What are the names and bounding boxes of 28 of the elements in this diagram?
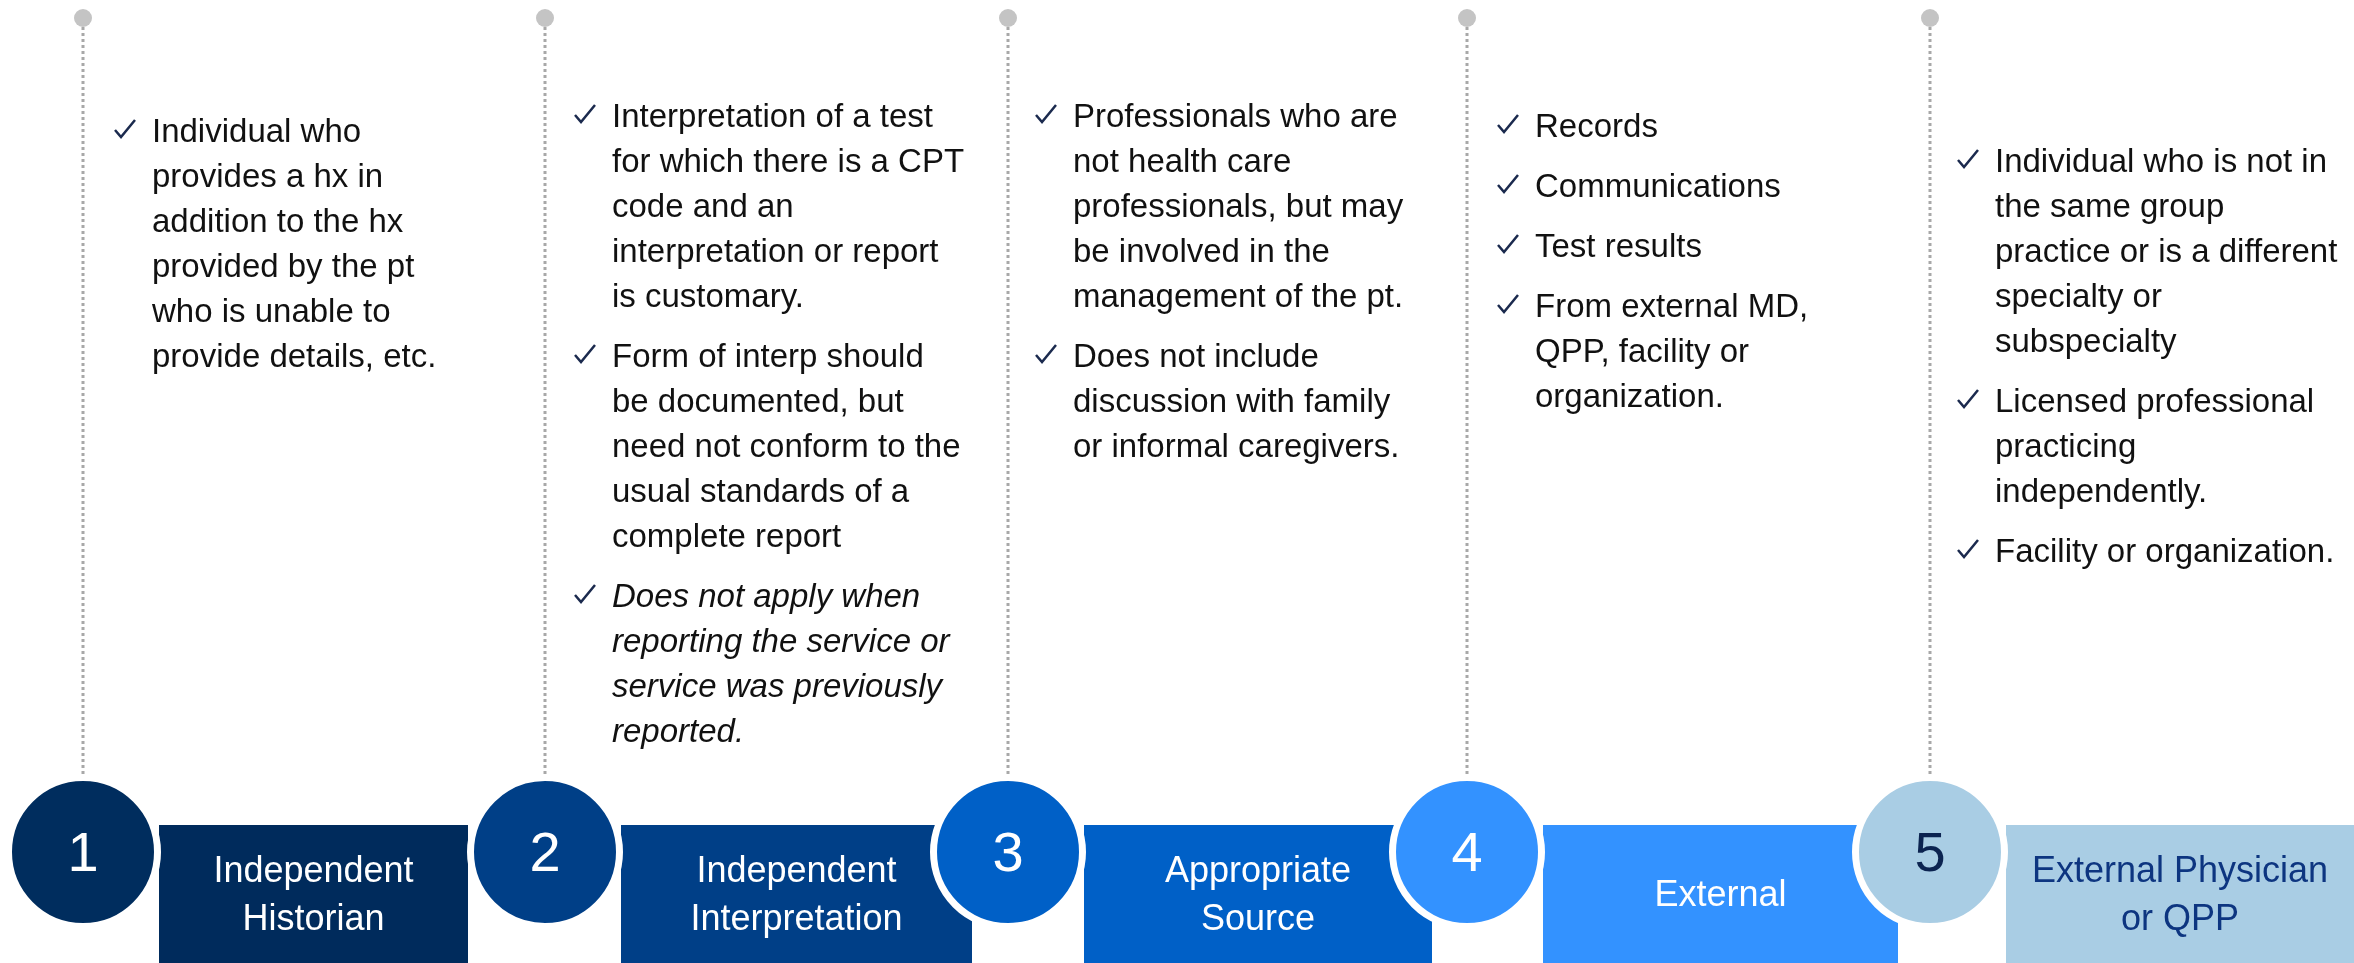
step-title: External: [1654, 872, 1787, 916]
step-banner: [1084, 825, 1432, 963]
bullet-text: Does not apply when reporting the service or service was previously reported.: [612, 576, 952, 751]
bullet-text: From external MD, QPP, facility or organization.: [1535, 286, 1810, 416]
step-title: Independent Historian: [212, 848, 415, 940]
bullet-text: Licensed professional practicing independently.: [1995, 381, 2316, 511]
step-number: 3: [992, 822, 1024, 882]
step-title: Independent Interpretation: [689, 848, 904, 940]
step-banner: [2006, 825, 2354, 963]
bullet-text: Individual who is not in the same group practice or is a different specialty or subspecialty: [1995, 141, 2339, 361]
step-banner: [1543, 825, 1898, 963]
step-number: 2: [529, 822, 561, 882]
bullet-text: Interpretation of a test for which there is a CPT code and an interpretation or report is customary.: [612, 96, 965, 316]
step-title: Appropriate Source: [1163, 848, 1353, 940]
step-title: External Physician or QPP: [2030, 848, 2330, 940]
step-banner: [621, 825, 972, 963]
bullet-text: Records: [1535, 106, 1658, 146]
bullet-text: Test results: [1535, 226, 1702, 266]
step-number: 5: [1914, 822, 1946, 882]
step-number: 1: [67, 822, 99, 882]
bullet-text: Facility or organization.: [1995, 531, 2335, 571]
bullet-text: Individual who provides a hx in addition to the hx provided by the pt who is unable to provide details, etc.: [152, 111, 438, 376]
step-number: 4: [1451, 822, 1483, 882]
bullet-text: Professionals who are not health care professionals, but may be involved in the management of the pt.: [1073, 96, 1405, 316]
bullet-text: Form of interp should be documented, but need not conform to the usual standards of a complete report: [612, 336, 962, 556]
bullet-text: Communications: [1535, 166, 1781, 206]
bullet-text: Does not include discussion with family or informal caregivers.: [1073, 336, 1401, 466]
step-banner: [159, 825, 468, 963]
